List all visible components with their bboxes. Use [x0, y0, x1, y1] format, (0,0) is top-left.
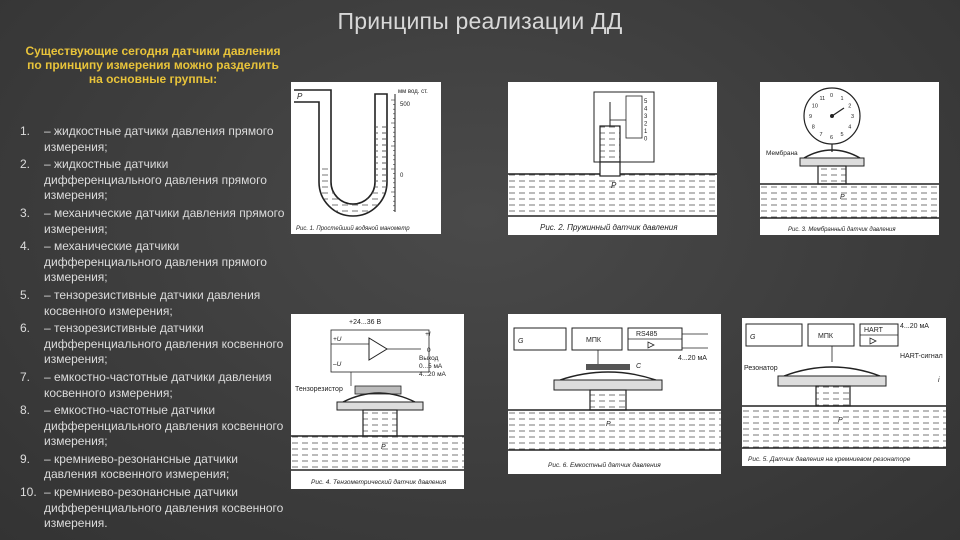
sensor-group-item: 4. – механические датчики дифференциально…	[0, 239, 285, 286]
item-number: 2.	[20, 157, 31, 172]
dial-number: 7	[820, 132, 823, 138]
minus-u-label: –U	[332, 361, 342, 368]
figure-strain-gauge: +24...36 В +U –U +I 0 Выход 0...5 мА 4..…	[291, 314, 464, 489]
pressure-label: P	[838, 417, 843, 424]
pressure-label: P	[297, 92, 303, 101]
scale-zero-label: 0	[400, 173, 404, 179]
sensor-group-item: 10. – кремниево-резонансные датчики диффе…	[0, 485, 285, 532]
figure-capacitive-sensor: G МПК RS485 C 4...20 мА P Рис. 6. Емкост…	[508, 314, 721, 474]
output-label: Выход	[419, 355, 439, 362]
current-symbol: i	[938, 377, 940, 384]
pressure-label: P	[611, 181, 617, 190]
item-text: – тензорезистивные датчики давления косв…	[44, 287, 261, 318]
slide-title: Принципы реализации ДД	[337, 8, 623, 34]
item-number: 5.	[20, 287, 31, 302]
zero-label: 0	[427, 347, 431, 354]
item-text: – емкостно-частотные датчики давления ко…	[44, 369, 272, 400]
item-text: – кремниево-резонансные датчики давления…	[44, 451, 238, 482]
dial-number: 1	[841, 96, 844, 102]
scale-mark: 2	[644, 122, 648, 128]
item-text: – механические датчики дифференциального…	[44, 239, 267, 285]
dial-number: 2	[848, 104, 851, 110]
figure-caption: Рис. 2. Пружинный датчик давления	[540, 223, 678, 232]
sensor-group-item: 1. – жидкостные датчики давления прямого …	[0, 124, 285, 155]
scale-mark: 4	[644, 107, 648, 113]
supply-label: +24...36 В	[349, 319, 381, 326]
figure-caption: Рис. 3. Мембранный датчик давления	[788, 226, 896, 233]
intro-text: Существующие сегодня датчики давления по…	[25, 44, 281, 86]
rs485-label: RS485	[636, 331, 658, 338]
sensor-group-item: 6. – тензорезистивные датчики дифференциа…	[0, 321, 285, 368]
item-number: 9.	[20, 451, 31, 466]
unit-label: мм вод. ст.	[398, 89, 428, 95]
generator-label: G	[750, 334, 756, 341]
current-label: 4...20 мА	[678, 355, 707, 362]
figure-caption: Рис. 4. Тензометрический датчик давления	[311, 478, 447, 486]
sensor-group-item: 2. – жидкостные датчики дифференциального…	[0, 157, 285, 204]
capacitor-label: C	[636, 363, 642, 370]
figure-caption: Рис. 1. Простейший водяной манометр	[296, 225, 410, 232]
item-text: – тензорезистивные датчики дифференциаль…	[44, 321, 284, 367]
pressure-label: P	[381, 444, 386, 451]
item-number: 3.	[20, 205, 31, 220]
sensor-group-item: 7. – емкостно-частотные датчики давления …	[0, 370, 285, 401]
item-number: 1.	[20, 124, 31, 138]
figure-caption: Рис. 6. Емкостный датчик давления	[548, 461, 661, 469]
current-label: 4...20 мА	[900, 323, 929, 330]
sensor-group-item: 8. – емкостно-частотные датчики дифференц…	[0, 403, 285, 450]
item-number: 8.	[20, 403, 31, 418]
membrane-label: Мембрана	[766, 149, 798, 157]
sensor-groups-list: 1. – жидкостные датчики давления прямого …	[0, 124, 285, 534]
generator-label: G	[518, 338, 524, 345]
dial-number: 3	[851, 114, 854, 120]
figure-resonator-sensor: G МПК HART 4...20 мА Резонатор HART-сигн…	[742, 318, 946, 466]
sensor-group-item: 5. – тензорезистивные датчики давления ко…	[0, 288, 285, 319]
dial-number: 10	[812, 104, 818, 110]
item-number: 7.	[20, 369, 31, 384]
pressure-label: P	[606, 421, 611, 428]
figure-water-manometer: P мм вод. ст. 500 0 Рис. 1. Простейший в…	[291, 82, 441, 234]
resonator-label: Резонатор	[744, 365, 778, 372]
mpk-label: МПК	[818, 333, 834, 340]
item-text: – жидкостные датчики давления прямого из…	[44, 124, 274, 154]
dial-number: 9	[809, 114, 812, 120]
tensoresistor-label: Тензорезистор	[295, 386, 343, 393]
item-text: – механические датчики давления прямого …	[44, 205, 285, 236]
scale-mark: 1	[644, 129, 648, 135]
dial-number: 0	[830, 93, 833, 99]
item-number: 4.	[20, 239, 31, 254]
dial-number: 11	[820, 96, 826, 102]
plus-u-label: +U	[333, 336, 342, 343]
item-text: – кремниево-резонансные датчики дифферен…	[44, 485, 284, 531]
sensor-group-item: 9. – кремниево-резонансные датчики давлен…	[0, 452, 285, 483]
item-number: 10.	[20, 485, 37, 500]
scale-top-label: 500	[400, 102, 411, 108]
item-text: – емкостно-частотные датчики дифференциа…	[44, 403, 284, 449]
item-number: 6.	[20, 321, 31, 336]
output-range-2: 4...20 мА	[419, 371, 447, 378]
scale-mark: 5	[644, 99, 648, 105]
item-text: – жидкостные датчики дифференциального д…	[44, 157, 267, 203]
scale-mark: 0	[644, 137, 648, 143]
mpk-label: МПК	[586, 337, 602, 344]
dial-number: 6	[830, 135, 833, 141]
hart-signal-label: HART-сигнал	[900, 353, 943, 360]
figure-caption: Рис. 5. Датчик давления на кремниевом ре…	[748, 455, 911, 463]
scale-mark: 3	[644, 114, 648, 120]
plus-i-label: +I	[425, 331, 431, 338]
output-range-1: 0...5 мА	[419, 363, 443, 370]
dial-number: 8	[812, 125, 815, 131]
dial-number: 5	[841, 132, 844, 138]
dial-number: 4	[848, 125, 851, 131]
hart-label: HART	[864, 327, 884, 334]
sensor-group-item: 3. – механические датчики давления прямог…	[0, 206, 285, 237]
pressure-label: P	[840, 194, 845, 201]
